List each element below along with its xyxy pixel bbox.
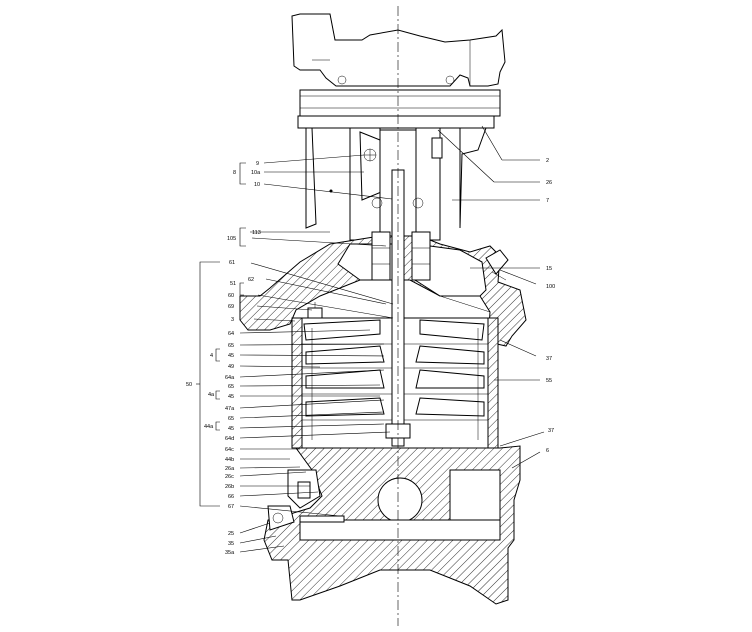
label-65-2: 65 (228, 384, 234, 390)
label-37-1: 37 (546, 356, 552, 362)
label-44b: 44b (225, 457, 234, 463)
label-61: 61 (229, 260, 235, 266)
label-2: 2 (546, 158, 549, 164)
label-26: 26 (546, 180, 552, 186)
label-65-1: 65 (228, 343, 234, 349)
motor-stool (305, 127, 487, 241)
label-6: 6 (546, 448, 549, 454)
label-45-1: 45 (228, 353, 234, 359)
label-105: 105 (227, 236, 236, 242)
label-67: 67 (228, 504, 234, 510)
label-3: 3 (231, 317, 234, 323)
leaders-right (437, 125, 545, 469)
label-64c: 64c (225, 447, 234, 453)
label-35: 35 (228, 541, 234, 547)
label-7: 7 (546, 198, 549, 204)
label-64a: 64a (225, 375, 235, 381)
label-64: 64 (228, 331, 234, 337)
label-69: 69 (228, 304, 234, 310)
label-4a: 4a (208, 392, 215, 398)
label-26b: 26b (225, 484, 234, 490)
label-49: 49 (228, 364, 234, 370)
label-9: 9 (256, 161, 259, 167)
label-44a: 44a (204, 424, 214, 430)
label-66: 66 (228, 494, 234, 500)
label-51: 51 (230, 281, 236, 287)
label-10a: 10a (251, 170, 261, 176)
label-65-3: 65 (228, 416, 234, 422)
label-26c: 26c (225, 474, 234, 480)
label-45-3: 45 (228, 426, 234, 432)
label-100: 100 (546, 284, 555, 290)
label-10: 10 (254, 182, 260, 188)
label-62: 62 (248, 277, 254, 283)
label-50: 50 (186, 382, 192, 388)
part-labels: 9 10a 8 10 113 105 61 51 62 60 69 3 64 6… (186, 158, 555, 556)
label-55: 55 (546, 378, 552, 384)
label-47a: 47a (225, 406, 235, 412)
pump-base (263, 445, 521, 605)
leaders-left (196, 154, 394, 553)
motor-flange (297, 89, 501, 129)
label-35a: 35a (225, 550, 235, 556)
label-64d: 64d (225, 436, 234, 442)
label-8: 8 (233, 170, 236, 176)
label-45-2: 45 (228, 394, 234, 400)
label-37-2: 37 (548, 428, 554, 434)
label-113: 113 (252, 230, 261, 236)
label-26a: 26a (225, 466, 235, 472)
motor (291, 13, 506, 87)
label-25: 25 (228, 531, 234, 537)
label-60: 60 (228, 293, 234, 299)
shaft-seal (371, 231, 431, 281)
label-15: 15 (546, 266, 552, 272)
label-4: 4 (210, 353, 213, 359)
